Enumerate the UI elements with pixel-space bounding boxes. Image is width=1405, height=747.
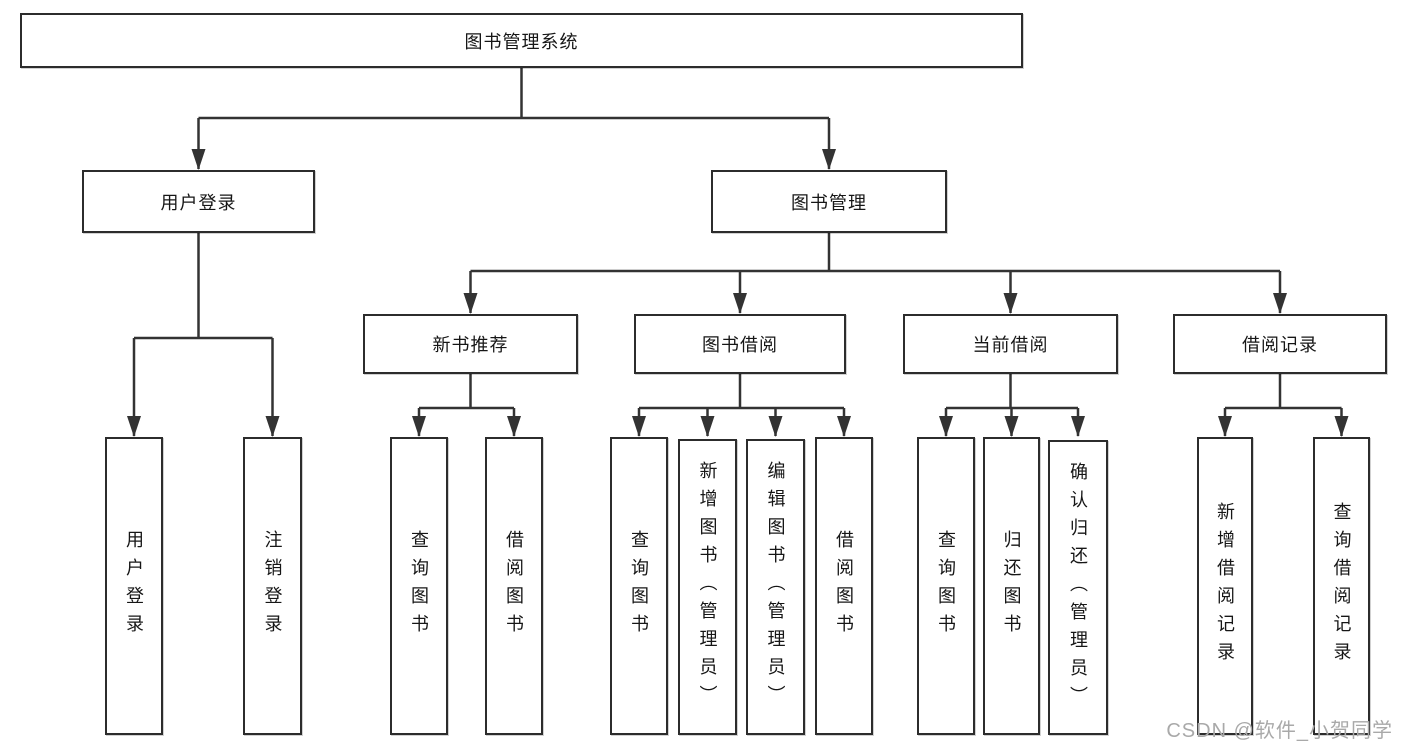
leaf-br-add-record-label: 新增借阅记录 <box>1215 502 1235 670</box>
leaf-user-login-label: 用户登录 <box>124 530 144 642</box>
leaf-cb-query-books: 查询图书 <box>917 437 975 735</box>
leaf-cb-confirm-return-admin: 确认归还（管理员） <box>1048 440 1108 735</box>
leaf-user-login: 用户登录 <box>105 437 163 735</box>
node-book-management: 图书管理 <box>711 170 947 233</box>
leaf-bb-edit-books-admin-label: 编辑图书（管理员） <box>765 461 786 713</box>
leaf-br-query-record: 查询借阅记录 <box>1313 437 1370 735</box>
node-new-book-recommend: 新书推荐 <box>363 314 578 374</box>
leaf-bb-borrow-books: 借阅图书 <box>815 437 873 735</box>
node-borrow-records: 借阅记录 <box>1173 314 1387 374</box>
leaf-logout: 注销登录 <box>243 437 302 735</box>
leaf-br-query-record-label: 查询借阅记录 <box>1331 502 1352 670</box>
leaf-br-add-record: 新增借阅记录 <box>1197 437 1253 735</box>
leaf-cb-confirm-return-admin-label: 确认归还（管理员） <box>1068 461 1088 714</box>
leaf-cb-return-books-label: 归还图书 <box>1001 530 1022 642</box>
leaf-cb-return-books: 归还图书 <box>983 437 1040 735</box>
leaf-bb-add-books-admin: 新增图书（管理员） <box>678 439 737 735</box>
leaf-bb-query-books-label: 查询图书 <box>629 530 649 642</box>
leaf-bb-add-books-admin-label: 新增图书（管理员） <box>697 461 718 713</box>
node-user-login: 用户登录 <box>82 170 315 233</box>
leaf-bb-borrow-books-label: 借阅图书 <box>834 530 854 642</box>
watermark: CSDN @软件_小贺同学 <box>1166 720 1393 742</box>
leaf-cb-query-books-label: 查询图书 <box>936 530 956 642</box>
node-current-borrow: 当前借阅 <box>903 314 1118 374</box>
leaf-nbr-borrow-books-label: 借阅图书 <box>504 530 524 642</box>
leaf-bb-edit-books-admin: 编辑图书（管理员） <box>746 439 805 735</box>
node-book-borrow: 图书借阅 <box>634 314 846 374</box>
leaf-nbr-borrow-books: 借阅图书 <box>485 437 543 735</box>
node-root: 图书管理系统 <box>20 13 1023 68</box>
leaf-nbr-query-books-label: 查询图书 <box>409 530 429 642</box>
leaf-bb-query-books: 查询图书 <box>610 437 668 735</box>
leaf-nbr-query-books: 查询图书 <box>390 437 448 735</box>
leaf-logout-label: 注销登录 <box>262 530 283 642</box>
